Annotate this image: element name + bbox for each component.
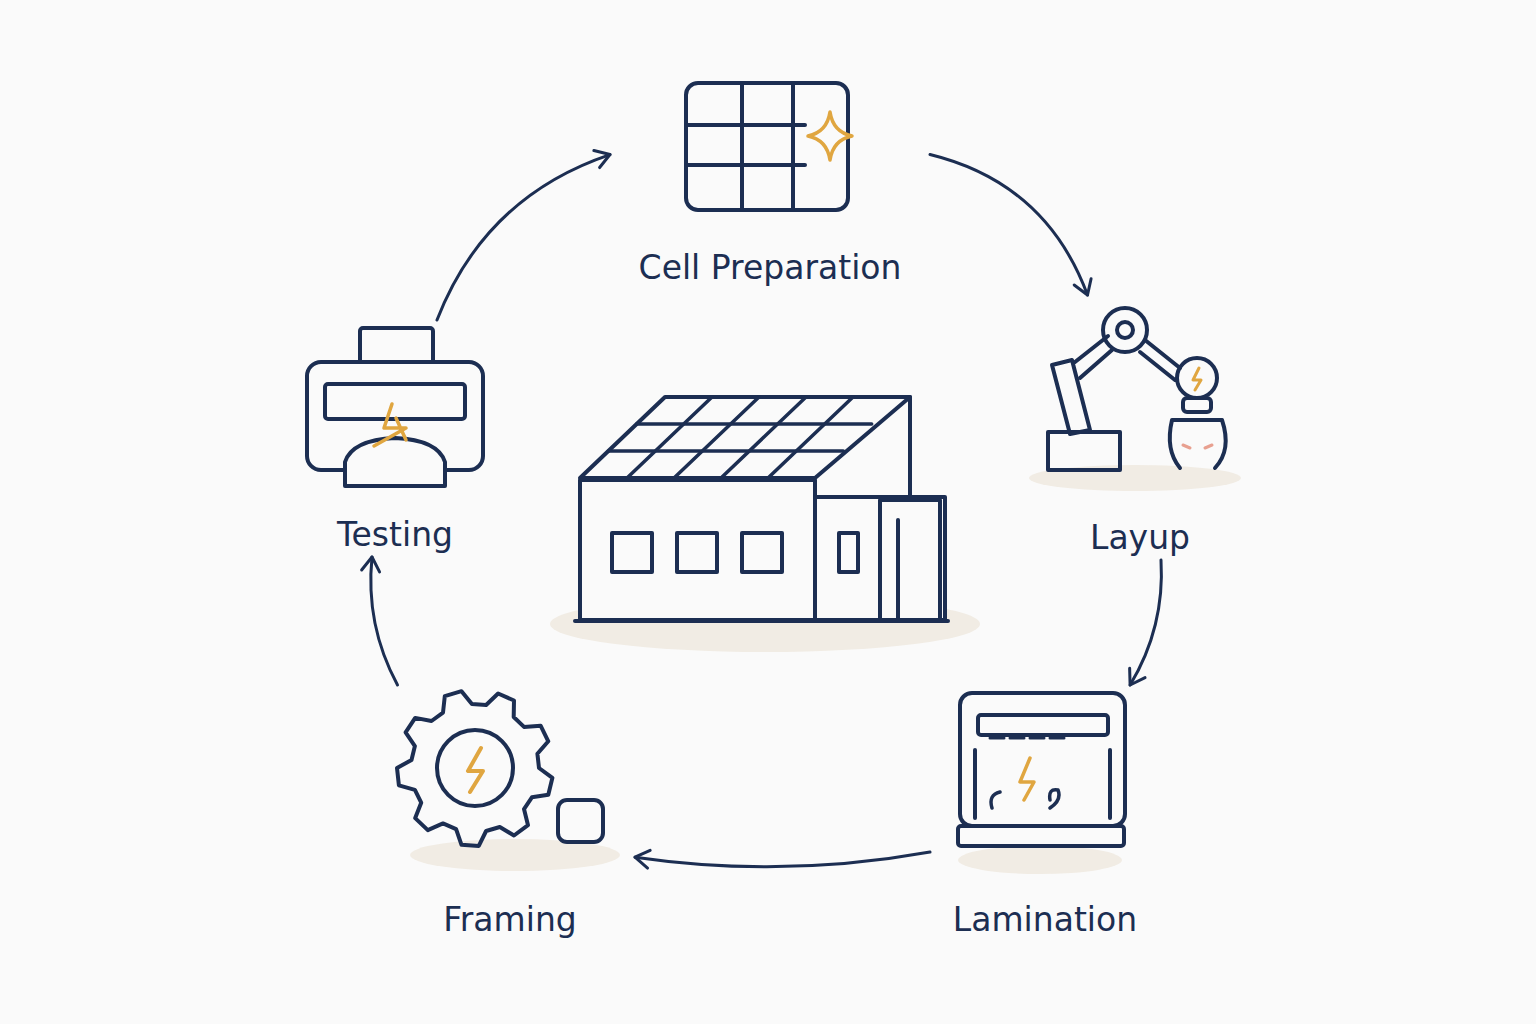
step-label: Cell Preparation (633, 245, 908, 290)
step-label: Framing (437, 897, 583, 942)
process-step: Framing (385, 685, 635, 942)
flow-arrow (371, 557, 398, 685)
step-label: Testing (331, 512, 459, 557)
process-step: Layup (1035, 295, 1245, 560)
flow-arrow (635, 852, 930, 867)
process-step: Cell Preparation (610, 75, 930, 290)
process-step: Lamination (930, 685, 1160, 942)
step-label: Layup (1084, 515, 1196, 560)
flow-arrow (1130, 560, 1161, 685)
process-step: Testing (295, 320, 495, 557)
flow-arrow (437, 155, 610, 320)
step-label: Lamination (947, 897, 1143, 942)
flow-arrow (930, 155, 1088, 295)
